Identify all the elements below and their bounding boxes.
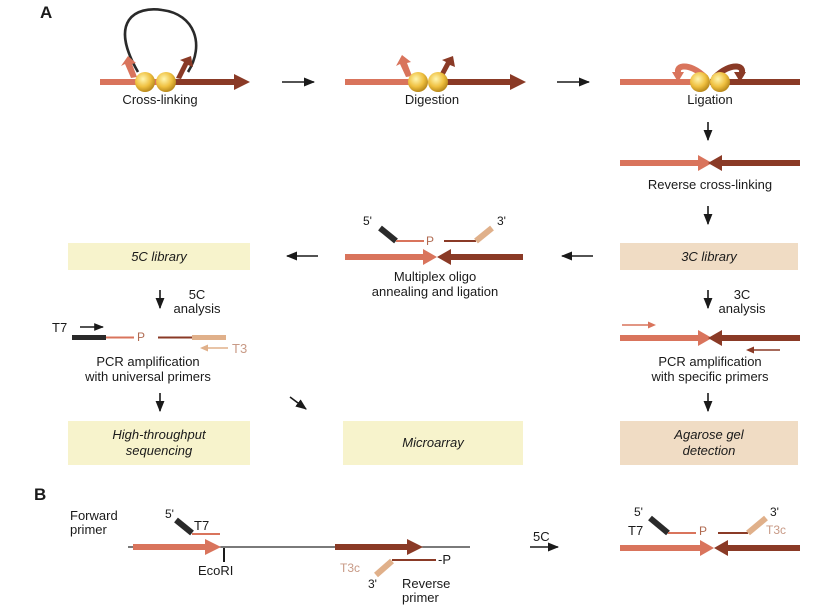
pcr-t7-label: T7 (52, 320, 68, 335)
pcr-specific-line1: PCR amplification (658, 354, 762, 369)
digestion-figure (345, 55, 526, 92)
box-microarray-text: Microarray (402, 435, 464, 450)
product-t3c-label: T3c (766, 523, 787, 537)
ecori-label: EcoRI (198, 563, 234, 578)
box-agarose-line1: Agarose gel (674, 427, 744, 442)
forward-primer-line2: primer (70, 522, 107, 537)
box-5c-library-text: 5C library (131, 248, 187, 264)
multiplex-oligo-figure (345, 225, 523, 265)
box-high-throughput-sequencing: High-throughput sequencing (68, 421, 250, 465)
step-multiplex-line2: annealing and ligation (371, 284, 499, 299)
reverse-crosslinking-figure (620, 155, 800, 171)
box-3c-library-text: 3C library (681, 248, 737, 264)
step-digestion: Digestion (404, 92, 460, 107)
reverse-primer-line1: Reverse (402, 576, 451, 591)
crosslinking-figure (100, 8, 250, 92)
pcr-specific-figure (620, 321, 800, 354)
product-t7-label: T7 (628, 523, 644, 538)
box-agarose-gel-detection: Agarose gel detection (620, 421, 798, 465)
multiplex-phosphate-label: P (426, 234, 435, 248)
step-crosslinking: Cross-linking (122, 92, 198, 107)
panel-a-label: A (40, 3, 53, 22)
panel-b-t7-label: T7 (194, 518, 210, 533)
panel-b-template-figure (128, 517, 470, 578)
pcr-universal-figure (72, 323, 228, 352)
panel-b-label: B (34, 485, 47, 504)
analysis-5c-line1: 5C (188, 287, 206, 302)
step-ligation: Ligation (687, 92, 733, 107)
box-agarose-line2: detection (682, 443, 736, 458)
product-phosphate-label: P (699, 524, 708, 538)
panel-b-5prime-label: 5' (165, 507, 174, 521)
step-multiplex-line1: Multiplex oligo (393, 269, 477, 284)
panel-b-product-figure (620, 515, 800, 556)
ligation-figure (620, 63, 800, 92)
product-5prime-label: 5' (634, 505, 643, 519)
multiplex-5prime-label: 5' (363, 214, 372, 228)
panel-b-5c-step: 5C (533, 529, 550, 544)
box-microarray: Microarray (343, 421, 523, 465)
pcr-universal-line1: PCR amplification (96, 354, 200, 369)
pcr-phosphate-label: P (137, 330, 146, 344)
panel-b-neg-p-label: -P (438, 552, 451, 567)
box-hts-line2: sequencing (125, 443, 193, 458)
analysis-3c-line1: 3C (733, 287, 751, 302)
pcr-t3-label: T3 (232, 341, 248, 356)
panel-b-t3c-label: T3c (340, 561, 361, 575)
reverse-primer-line2: primer (402, 590, 439, 605)
box-5c-library: 5C library (68, 243, 250, 270)
flow-arrow (289, 396, 307, 410)
step-reverse-crosslinking: Reverse cross-linking (647, 177, 773, 192)
box-3c-library: 3C library (620, 243, 798, 270)
multiplex-3prime-label: 3' (497, 214, 506, 228)
panel-b-3prime-label: 3' (368, 577, 377, 591)
pcr-universal-line2: with universal primers (85, 369, 211, 384)
analysis-5c-line2: analysis (173, 301, 221, 316)
analysis-3c-line2: analysis (718, 301, 766, 316)
pcr-specific-line2: with specific primers (651, 369, 769, 384)
forward-primer-line1: Forward (70, 508, 118, 523)
product-3prime-label: 3' (770, 505, 779, 519)
box-hts-line1: High-throughput (112, 427, 206, 442)
